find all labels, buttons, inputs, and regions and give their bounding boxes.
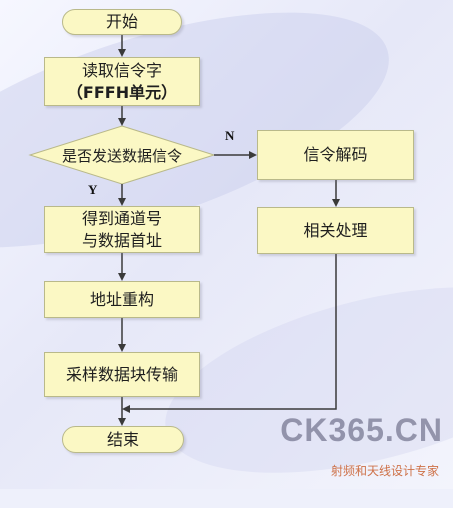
address-remap-label: 地址重构 (89, 289, 154, 309)
related-process-label: 相关处理 (303, 220, 368, 240)
decision-label-wrap: 是否发送数据信令 (30, 144, 214, 166)
related-process-node: 相关处理 (257, 207, 414, 254)
watermark-slogan: 射频和天线设计专家 (330, 464, 439, 478)
data-transfer-node: 采样数据块传输 (44, 352, 200, 397)
start-label: 开始 (105, 12, 138, 31)
data-transfer-label: 采样数据块传输 (65, 364, 178, 384)
get-channel-line2: 与数据首址 (81, 230, 162, 250)
read-signal-node: 读取信令字 （FFFH单元） (44, 57, 200, 106)
branch-no-label: N (225, 128, 235, 143)
signal-decode-label: 信令解码 (303, 145, 368, 164)
read-signal-line1: 读取信令字 (81, 60, 162, 80)
end-label: 结束 (106, 429, 139, 449)
watermark-logo: CK365.CN (280, 412, 443, 448)
flow-connectors (28, 34, 340, 426)
start-node: 开始 (62, 9, 182, 35)
arrow-process-to-merge (122, 254, 337, 413)
address-remap-node: 地址重构 (44, 281, 200, 318)
signal-decode-node: 信令解码 (257, 130, 414, 180)
get-channel-line1: 得到通道号 (81, 208, 162, 228)
get-channel-node: 得到通道号 与数据首址 (44, 206, 200, 253)
read-signal-line2: （FFFH单元） (66, 82, 178, 102)
decision-label: 是否发送数据信令 (61, 146, 182, 165)
branch-yes-label: Y (88, 182, 98, 197)
end-node: 结束 (62, 426, 184, 453)
